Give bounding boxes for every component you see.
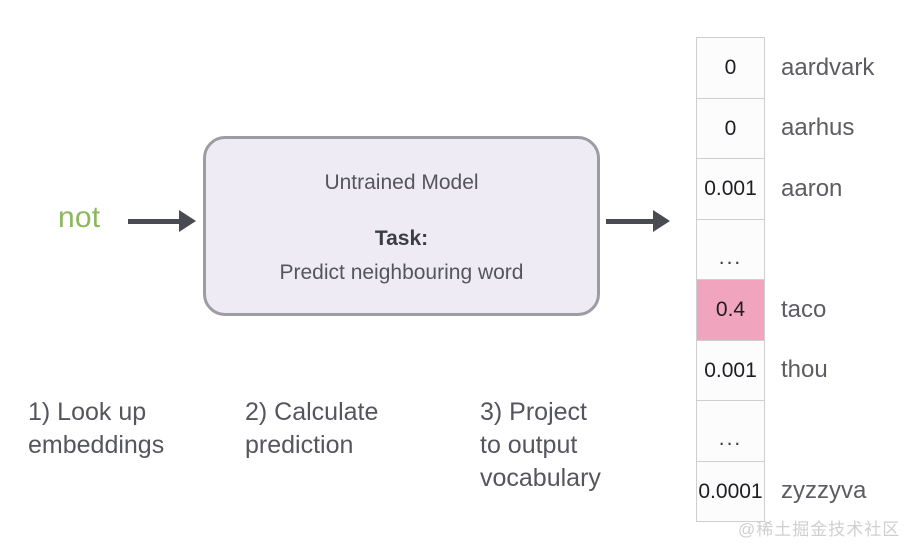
vocab-row: 0 aardvark bbox=[697, 38, 874, 99]
model-title: Untrained Model bbox=[324, 171, 479, 194]
vocab-probability-value: 0 bbox=[724, 116, 737, 140]
watermark: @稀土掘金技术社区 bbox=[738, 520, 901, 539]
step-caption-calculate-prediction: 2) Calculate prediction bbox=[245, 398, 379, 459]
vocab-word-label: aardvark bbox=[781, 53, 875, 81]
vocab-probability-value: 0.0001 bbox=[698, 479, 763, 503]
vocab-row: ... bbox=[697, 219, 764, 280]
output-arrow-icon bbox=[606, 210, 670, 232]
vocab-row: 0 aarhus bbox=[697, 98, 854, 159]
vocab-probability-value: 0 bbox=[724, 56, 737, 80]
arrow-head bbox=[653, 210, 670, 232]
vocab-word-label: thou bbox=[781, 356, 828, 384]
vocab-row: ... bbox=[697, 401, 764, 462]
vocab-probability-value: ... bbox=[718, 245, 743, 269]
vocab-row: 0.001 thou bbox=[697, 340, 828, 401]
vocab-probability-value: 0.001 bbox=[704, 358, 757, 382]
vocab-word-label: zyzzyva bbox=[781, 477, 867, 505]
vocab-word-label: aaron bbox=[781, 174, 843, 202]
vocab-probability-value: 0.001 bbox=[704, 177, 757, 201]
input-word-not: not bbox=[58, 201, 101, 234]
vocab-word-label: taco bbox=[781, 295, 827, 323]
step-caption-project-to-output-vocabulary: 3) Project to output vocabulary bbox=[480, 398, 601, 492]
step-caption-lookup-embeddings: 1) Look up embeddings bbox=[28, 398, 165, 459]
output-vocabulary-table: 0 aardvark 0 aarhus 0.001 aaron... 0.4 taco 0.00… bbox=[696, 37, 874, 522]
vocab-row: 0.4 taco bbox=[697, 280, 826, 341]
vocab-probability-value: ... bbox=[718, 427, 743, 451]
arrow-shaft bbox=[606, 218, 654, 224]
arrow-shaft bbox=[128, 218, 180, 224]
arrow-head bbox=[179, 210, 196, 232]
vocab-probability-value: 0.4 bbox=[715, 298, 746, 322]
vocab-row: 0.0001 zyzzyva bbox=[697, 461, 866, 522]
model-task-label: Task: bbox=[374, 227, 429, 250]
vocab-row: 0.001 aaron bbox=[697, 159, 842, 220]
untrained-model-box: Untrained Model Task: Predict neighbouri… bbox=[203, 136, 600, 316]
input-arrow-icon bbox=[128, 210, 196, 232]
vocab-word-label: aarhus bbox=[781, 114, 855, 142]
model-task-description: Predict neighbouring word bbox=[279, 261, 524, 284]
